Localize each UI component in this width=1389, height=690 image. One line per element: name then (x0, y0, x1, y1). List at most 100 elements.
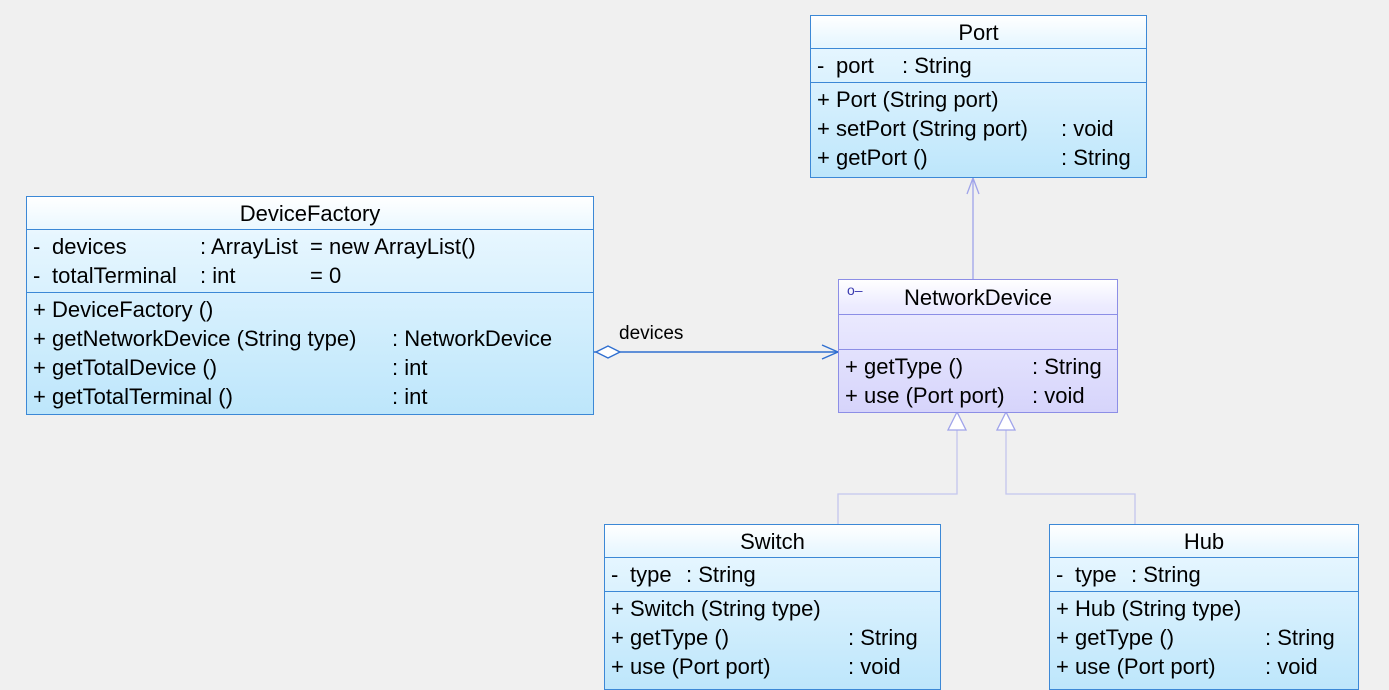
attribute-type: : String (686, 562, 756, 587)
operation-row: + DeviceFactory () (33, 295, 593, 324)
visibility-marker: + (845, 383, 858, 408)
operation-signature: getType () (864, 354, 964, 379)
visibility-marker: + (33, 355, 46, 380)
attribute-type: : int (200, 263, 236, 288)
operation-signature: use (Port port) (864, 383, 1005, 408)
operation-return: : void (1032, 383, 1085, 408)
visibility-marker: + (33, 384, 46, 409)
attribute-name: type (1075, 562, 1117, 587)
visibility-marker: - (1056, 562, 1064, 587)
operation-return: : String (848, 625, 918, 650)
attribute-row: - type : String (611, 560, 940, 589)
operation-return: : int (392, 384, 428, 409)
port-dependency-connector[interactable] (966, 176, 980, 279)
attribute-row: - devices : ArrayList = new ArrayList() (33, 232, 593, 261)
visibility-marker: + (1056, 596, 1069, 621)
attribute-name: port (836, 53, 874, 78)
operation-signature: use (Port port) (1075, 654, 1216, 679)
visibility-marker: - (817, 53, 825, 78)
hub-class[interactable]: Hub - type : String + Hub (String type) … (1049, 524, 1359, 690)
attributes-compartment: - type : String (605, 558, 940, 592)
operation-row: + Hub (String type) (1056, 594, 1358, 623)
operation-signature: getType () (630, 625, 730, 650)
operation-signature: getTotalDevice () (52, 355, 218, 380)
switch-class[interactable]: Switch - type : String + Switch (String … (604, 524, 941, 690)
operation-signature: Hub (String type) (1075, 596, 1242, 621)
attribute-row: - port : String (817, 51, 1146, 80)
operation-return: : int (392, 355, 428, 380)
visibility-marker: + (845, 354, 858, 379)
attributes-compartment (839, 315, 1117, 350)
visibility-marker: + (1056, 625, 1069, 650)
operation-return: : String (1061, 145, 1131, 170)
attributes-compartment: - port : String (811, 49, 1146, 83)
attributes-compartment: - devices : ArrayList = new ArrayList() … (27, 230, 593, 293)
switch-realization-connector[interactable] (837, 410, 968, 524)
visibility-marker: + (33, 326, 46, 351)
operations-compartment: + Switch (String type) + getType () : St… (605, 592, 940, 683)
visibility-marker: - (611, 562, 619, 587)
operation-row: + getTotalDevice () : int (33, 353, 593, 382)
operation-signature: getTotalTerminal () (52, 384, 233, 409)
association-role-label: devices (619, 323, 684, 344)
network-device-interface[interactable]: o– NetworkDevice + getType () : String +… (838, 279, 1118, 413)
operation-row: + use (Port port) : void (1056, 652, 1358, 681)
operation-row: + getType () : String (611, 623, 940, 652)
attribute-name: totalTerminal (52, 263, 177, 288)
attribute-name: devices (52, 234, 127, 259)
visibility-marker: - (33, 234, 41, 259)
visibility-marker: + (817, 145, 830, 170)
class-name: DeviceFactory (27, 197, 593, 230)
operation-row: + Switch (String type) (611, 594, 940, 623)
visibility-marker: + (611, 654, 624, 679)
device-factory-class[interactable]: DeviceFactory - devices : ArrayList = ne… (26, 196, 594, 415)
operation-signature: getPort () (836, 145, 928, 170)
visibility-marker: + (817, 116, 830, 141)
visibility-marker: + (611, 596, 624, 621)
visibility-marker: + (611, 625, 624, 650)
operation-row: + getNetworkDevice (String type) : Netwo… (33, 324, 593, 353)
operation-row: + use (Port port) : void (611, 652, 940, 681)
class-name: Port (811, 16, 1146, 49)
attribute-type: : String (1131, 562, 1201, 587)
port-class[interactable]: Port - port : String + Port (String port… (810, 15, 1147, 178)
interface-name-header: o– NetworkDevice (839, 280, 1117, 315)
visibility-marker: + (33, 297, 46, 322)
operation-row: + getPort () : String (817, 143, 1146, 172)
attribute-type: : String (902, 53, 972, 78)
operation-signature: use (Port port) (630, 654, 771, 679)
interface-icon: o– (847, 282, 863, 298)
operation-return: : void (1061, 116, 1114, 141)
visibility-marker: + (817, 87, 830, 112)
operation-signature: getType () (1075, 625, 1175, 650)
operations-compartment: + getType () : String + use (Port port) … (839, 350, 1117, 412)
devices-aggregation-connector[interactable] (560, 344, 840, 360)
operation-return: : void (1265, 654, 1318, 679)
attribute-row: - type : String (1056, 560, 1358, 589)
attributes-compartment: - type : String (1050, 558, 1358, 592)
operation-signature: getNetworkDevice (String type) (52, 326, 357, 351)
operation-row: + getType () : String (1056, 623, 1358, 652)
attribute-type: : ArrayList (200, 234, 298, 259)
attribute-name: type (630, 562, 672, 587)
attribute-initial-value: = 0 (310, 263, 342, 288)
operation-row: + Port (String port) (817, 85, 1146, 114)
operation-signature: Switch (String type) (630, 596, 821, 621)
operation-signature: DeviceFactory () (52, 297, 214, 322)
operation-return: : void (848, 654, 901, 679)
operation-row: + getType () : String (845, 352, 1117, 381)
operations-compartment: + Hub (String type) + getType () : Strin… (1050, 592, 1358, 683)
operation-signature: Port (String port) (836, 87, 999, 112)
operation-return: : NetworkDevice (392, 326, 553, 351)
operation-return: : String (1265, 625, 1335, 650)
visibility-marker: - (33, 263, 41, 288)
operation-row: + getTotalTerminal () : int (33, 382, 593, 411)
operation-return: : String (1032, 354, 1102, 379)
operation-row: + use (Port port) : void (845, 381, 1117, 410)
operations-compartment: + DeviceFactory () + getNetworkDevice (S… (27, 293, 593, 413)
operation-signature: setPort (String port) (836, 116, 1028, 141)
class-name: NetworkDevice (904, 285, 1052, 310)
hub-realization-connector[interactable] (995, 410, 1136, 524)
attribute-row: - totalTerminal : int = 0 (33, 261, 593, 290)
